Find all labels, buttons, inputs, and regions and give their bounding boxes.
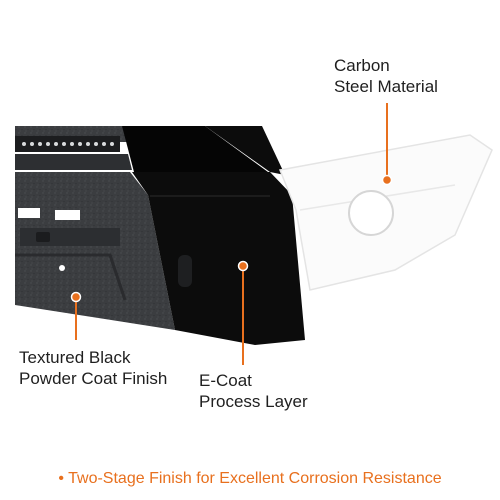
slot	[18, 208, 40, 218]
label-textured-black: Textured Black Powder Coat Finish	[19, 347, 167, 389]
slot	[20, 228, 120, 246]
label-ecoat: E-Coat Process Layer	[199, 370, 308, 412]
callout-textured-marker	[70, 291, 82, 340]
slot	[55, 210, 80, 220]
mount-hole	[178, 255, 192, 287]
bolt	[36, 232, 50, 242]
carbon-steel-section	[278, 134, 493, 291]
label-textured-line2: Powder Coat Finish	[19, 369, 168, 388]
ecoat-section	[122, 126, 305, 345]
label-textured-line1: Textured Black	[19, 348, 131, 367]
label-carbon-steel: Carbon Steel Material	[334, 55, 438, 97]
callout-carbon-marker	[381, 103, 393, 186]
label-ecoat-line2: Process Layer	[199, 392, 308, 411]
callout-ecoat-marker	[237, 260, 249, 365]
caption: • Two-Stage Finish for Excellent Corrosi…	[58, 470, 442, 487]
recovery-hole	[348, 190, 394, 236]
led-dots	[22, 142, 114, 146]
label-carbon-line1: Carbon	[334, 56, 390, 75]
textured-section	[15, 126, 175, 330]
led-light-bar	[15, 136, 120, 152]
label-ecoat-line1: E-Coat	[199, 371, 252, 390]
label-carbon-line2: Steel Material	[334, 77, 438, 96]
